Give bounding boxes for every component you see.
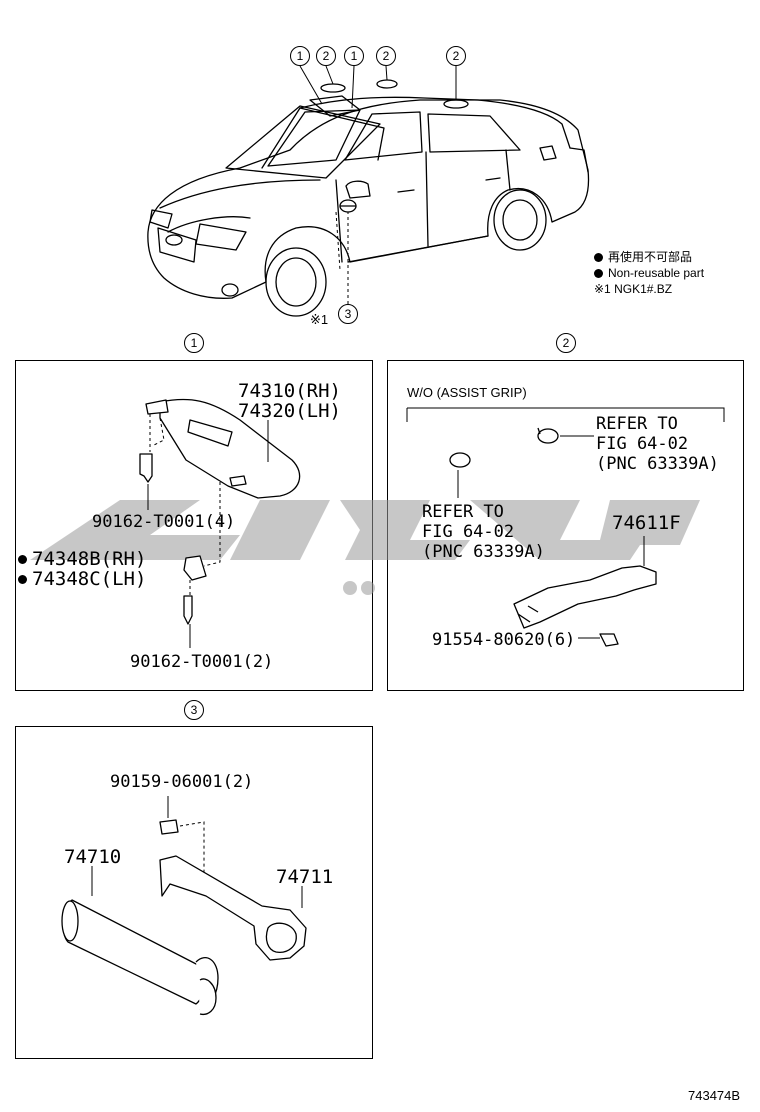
holder-lh-text: 74348C(LH): [32, 568, 147, 590]
legend-text-en: Non-reusable part: [608, 266, 705, 280]
legend-text-jp: 再使用不可部品: [608, 250, 693, 264]
diagram-code: 743474B: [688, 1088, 741, 1103]
label-ashtray: 74710: [64, 846, 122, 868]
car-callout-1a: 1: [290, 46, 310, 66]
assist-grip-heading: W/O (ASSIST GRIP): [407, 385, 527, 400]
ref-left-line-1: REFER TO: [422, 502, 504, 522]
legend-nonreusable-jp: 再使用不可部品: [594, 250, 692, 265]
label-grip-screw: 91554-80620(6): [432, 630, 576, 650]
car-callout-2c: 2: [446, 46, 466, 66]
holder-rh-text: 74348B(RH): [32, 548, 147, 570]
ref-right-line-2: FIG 64-02: [596, 434, 689, 454]
label-grip-part: 74611F: [612, 512, 681, 534]
panel-1-callout: 1: [184, 333, 204, 353]
label-screw-lower: 90162-T0001(2): [130, 652, 274, 672]
ref-right-line-1: REFER TO: [596, 414, 678, 434]
car-callout-1b: 1: [344, 46, 364, 66]
label-holder-rh: 74348B(RH): [18, 548, 146, 570]
label-screw-upper: 90162-T0001(4): [92, 512, 236, 532]
label-ashtray-bracket: 74711: [276, 866, 334, 888]
panel-3-ashtray: [15, 726, 373, 1059]
legend-note: ※1 NGK1#.BZ: [594, 282, 673, 296]
bullet-icon: [18, 575, 27, 584]
label-visor-lh: 74320(LH): [238, 400, 341, 422]
car-callout-3: 3: [338, 304, 358, 324]
bullet-icon: [594, 253, 603, 263]
car-callout-2a: 2: [316, 46, 336, 66]
label-ashtray-screw: 90159-06001(2): [110, 772, 254, 792]
panel-2-callout: 2: [556, 333, 576, 353]
car-callout-2b: 2: [376, 46, 396, 66]
ref-right-line-3: (PNC 63339A): [596, 454, 719, 474]
panel-3-callout: 3: [184, 700, 204, 720]
ref-left-line-2: FIG 64-02: [422, 522, 515, 542]
bullet-icon: [18, 555, 27, 564]
note-mark-1: ※1: [310, 312, 329, 327]
label-holder-lh: 74348C(LH): [18, 568, 146, 590]
ref-left-line-3: (PNC 63339A): [422, 542, 545, 562]
bullet-icon: [594, 269, 603, 279]
legend-nonreusable-en: Non-reusable part: [594, 266, 704, 281]
label-visor-rh: 74310(RH): [238, 380, 341, 402]
